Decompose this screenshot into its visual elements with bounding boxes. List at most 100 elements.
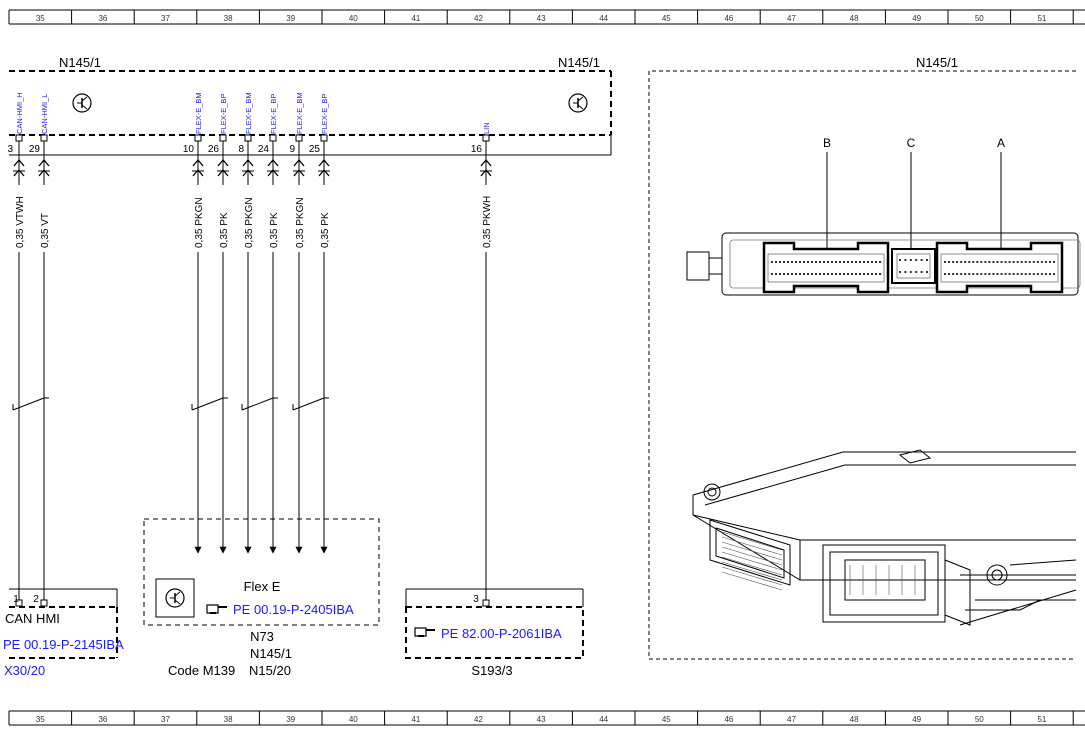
wire-label: 0,35 PKWH	[482, 196, 493, 248]
pin-9-group: FLEX-E_BM 9 0,35 PKGN	[289, 92, 306, 554]
pin-terminal	[15, 134, 23, 142]
pin-number: 9	[289, 144, 295, 155]
twisted-pair-marker	[12, 397, 45, 411]
connector-housing-drawing	[686, 232, 1081, 296]
ruler-number: 43	[537, 715, 546, 724]
control-unit-title-right: N145/1	[558, 55, 600, 70]
pin-label: 2	[33, 594, 39, 605]
ruler-number: 46	[724, 14, 733, 23]
ruler-number: 36	[98, 715, 107, 724]
wire-label: 0,35 VT	[40, 213, 51, 248]
twisted-pair-marker	[191, 397, 224, 411]
ruler-number: 36	[98, 14, 107, 23]
pin-29-group: CAN-HMI_L 29 0,35 VT	[29, 94, 51, 607]
connector-label-b: B	[823, 136, 831, 150]
ruler-number: 47	[787, 14, 796, 23]
can-hmi-name: CAN HMI	[5, 611, 60, 626]
pin-terminal	[295, 134, 303, 142]
flex-e-link[interactable]: PE 00.19-P-2405IBA	[233, 602, 354, 617]
twisted-pair-marker	[241, 397, 274, 411]
ruler-number: 45	[662, 715, 671, 724]
wire-label: 0,35 PKGN	[244, 197, 255, 248]
signal-label: CAN-HMI_L	[40, 94, 49, 134]
pointing-hand-icon[interactable]	[414, 627, 435, 637]
ruler-number: 48	[850, 715, 859, 724]
connector-label-c: C	[907, 136, 916, 150]
wire-label: 0,35 PK	[269, 212, 280, 248]
wire-label: 0,35 VTWH	[15, 196, 26, 248]
ruler-number: 50	[975, 14, 984, 23]
ruler-number: 35	[36, 14, 45, 23]
pin-3-group: CAN-HMI_H30,35 VTWH	[7, 92, 26, 607]
ruler-number: 43	[537, 14, 546, 23]
wire-label: 0,35 PK	[320, 212, 331, 248]
pin-terminal	[244, 134, 252, 142]
ruler-number: 44	[599, 715, 608, 724]
signal-label: FLEX-E_BP	[219, 94, 228, 134]
flex-e-name: Flex E	[244, 579, 281, 594]
ruler-number: 38	[224, 14, 233, 23]
connector-view-panel: N145/1 B C A	[648, 55, 1081, 660]
ruler-number: 37	[161, 14, 170, 23]
wire-label: 0,35 PKGN	[295, 197, 306, 248]
ruler-number: 41	[411, 715, 420, 724]
pin-8-group: FLEX-E_BM 8 0,35 PKGN	[238, 92, 255, 554]
ruler-number: 49	[912, 715, 921, 724]
signal-label: CAN-HMI_H	[15, 92, 24, 134]
signal-label: FLEX-E_BM	[244, 92, 253, 134]
flex-e-box: Flex E PE 00.19-P-2405IBA N73 N145/1 Cod…	[143, 518, 380, 678]
pin-number: 24	[258, 144, 270, 155]
pin-terminal	[40, 134, 48, 142]
can-hmi-link[interactable]: PE 00.19-P-2145IBA	[3, 637, 124, 652]
connector-view-title: N145/1	[916, 55, 958, 70]
ruler-number: 42	[474, 715, 483, 724]
ruler-number: 35	[36, 715, 45, 724]
ruler-number: 42	[474, 14, 483, 23]
wire-label: 0,35 PKGN	[194, 197, 205, 248]
pin-10-group: FLEX-E_BM 10 0,35 PKGN	[183, 92, 205, 554]
s193-link[interactable]: PE 82.00-P-2061IBA	[441, 626, 562, 641]
ruler-number: 50	[975, 715, 984, 724]
pin-terminal	[320, 134, 328, 142]
flex-e-ref-3: N15/20	[249, 663, 291, 678]
signal-label: LIN	[482, 122, 491, 134]
ruler-number: 51	[1037, 715, 1046, 724]
signal-label: FLEX-E_BM	[295, 92, 304, 134]
signal-label: FLEX-E_BP	[320, 94, 329, 134]
wire-label: 0,35 PK	[219, 212, 230, 248]
s193-box: 3 PE 82.00-P-2061IBA S193/3	[405, 588, 584, 678]
pin-number: 29	[29, 144, 41, 155]
control-unit-box: N145/1 N145/1	[9, 55, 612, 156]
ruler-number: 38	[224, 715, 233, 724]
pointing-hand-icon[interactable]	[206, 604, 227, 614]
ruler-number: 39	[286, 14, 295, 23]
flex-e-code: Code M139	[168, 663, 235, 678]
pin-16-group: LIN 16 0,35 PKWH	[471, 122, 493, 607]
pin-terminal	[194, 134, 202, 142]
control-unit-title-left: N145/1	[59, 55, 101, 70]
transistor-icon	[568, 93, 588, 113]
ruler-number: 46	[724, 715, 733, 724]
ruler-number: 40	[349, 715, 358, 724]
ruler-number: 39	[286, 715, 295, 724]
s193-ref: S193/3	[471, 663, 512, 678]
control-unit-module-drawing	[692, 449, 1077, 626]
pin-number: 8	[238, 144, 244, 155]
signal-label: FLEX-E_BM	[194, 92, 203, 134]
ruler-number: 47	[787, 715, 796, 724]
can-hmi-ref[interactable]: X30/20	[4, 663, 45, 678]
ruler-number: 41	[411, 14, 420, 23]
ruler-number: 51	[1037, 14, 1046, 23]
connector-label-a: A	[997, 136, 1005, 150]
pin-terminal	[482, 134, 490, 142]
can-hmi-box: 1 2 CAN HMI PE 00.19-P-2145IBA X30/20	[3, 588, 124, 678]
pin-label: 1	[13, 594, 19, 605]
pin-number: 16	[471, 144, 483, 155]
twisted-pair-marker	[292, 397, 325, 411]
pin-number: 10	[183, 144, 195, 155]
